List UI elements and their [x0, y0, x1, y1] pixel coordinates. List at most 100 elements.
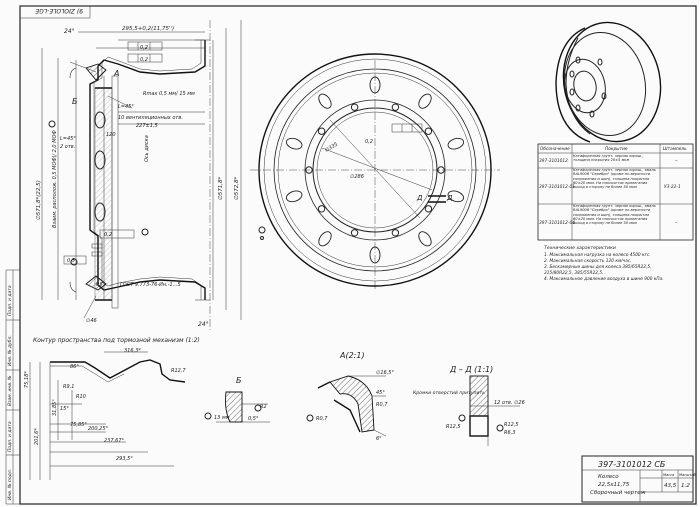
tech-line-5: 4. Максимальное давление воздуха в шине … — [544, 276, 664, 282]
label-a: А — [113, 69, 119, 78]
label-b: Б — [72, 97, 78, 106]
dim-offset-120: 120 — [106, 132, 116, 138]
left-strip: Инв. № подл. Подп. и дата Взам. инв. № И… — [5, 269, 20, 505]
dim-286: ∅286 — [350, 174, 364, 180]
bolt-hole — [317, 127, 326, 135]
dd-r125a: R12,5 — [446, 424, 461, 430]
scale-value: 1:2 — [681, 483, 690, 489]
front-view: ∅286 ∅335 0,2 Д Д — [250, 53, 500, 290]
c-2935: 293,5° — [116, 456, 133, 462]
vent-hole — [447, 190, 465, 203]
dim-side-width: 295,5+0,2(11,75'') — [122, 26, 174, 32]
row1-code: 397-3101012 — [539, 158, 568, 164]
row3-coating: Катафорезная грунт. черная хорош., эмаль… — [573, 204, 656, 226]
title-line-3: Сборочный чертеж — [590, 490, 646, 496]
c-15: 15° — [60, 406, 69, 412]
dim-18: 0,2 — [365, 139, 373, 145]
b-r2: R2 — [260, 404, 267, 410]
top-code-box: 9) ZIOLOLE-LGE — [19, 5, 91, 19]
sheet-code-rotated: 9) ZIOLOLE-LGE — [35, 7, 83, 14]
dd-r125b: R12,5 — [504, 422, 519, 428]
detail-a-title: А(2:1) — [339, 351, 365, 360]
scale-header: Масштаб — [679, 473, 696, 477]
detail-b-title: Б — [236, 376, 242, 385]
a-6: 6° — [376, 436, 382, 442]
dim-offset-ref: 227±1,5 — [136, 123, 158, 129]
bolt-hole — [317, 205, 326, 213]
dim-rmax: Rmax 0,5 мм/ 15 мм — [143, 91, 195, 97]
dim-24-bot: 24° — [198, 321, 209, 328]
bolt-hole — [424, 127, 433, 135]
dim-vert-left: ∅571,8*(22,5) — [36, 180, 42, 220]
strip-cell-5: Подп. и дата — [7, 285, 13, 316]
title-designation: 397-3101012 СБ — [598, 460, 666, 469]
vent-hole — [369, 76, 381, 94]
dim-335: ∅335 — [324, 142, 339, 154]
vent-hole — [318, 231, 332, 247]
bolt-hole — [391, 103, 400, 111]
a-165: ∅16,5° — [376, 370, 394, 376]
vent-hole — [418, 93, 432, 109]
title-line-1: Колесо — [598, 474, 619, 480]
row3-mark: – — [675, 220, 678, 226]
tech-line-2: 2. Максимальная скорость 120 км/час. — [544, 258, 632, 264]
vent-hole — [447, 137, 465, 150]
vent-hole — [369, 246, 381, 264]
c-3163: 316,3* — [124, 348, 141, 354]
axis-label: Ось диска — [144, 135, 150, 162]
strip-cell-4: Инв. № дубл. — [7, 335, 13, 366]
a-r07: R0,7 — [376, 402, 388, 408]
strip-cell-1: Инв. № подл. — [7, 469, 13, 500]
gost-note: ГОСТ 9.773-76-Ин.-1...5 — [120, 282, 181, 288]
contour-view: Контур пространства под тормозной механи… — [24, 337, 200, 480]
dim-two-holes: 2 отв. — [60, 144, 75, 150]
tol-05: 0,5 — [67, 258, 75, 264]
b-05: 0,5° — [248, 416, 259, 422]
label-d-1: Д — [416, 194, 423, 202]
dd-note: Кромки отверстий притупить — [413, 390, 485, 396]
c-20025: 200,25° — [88, 426, 108, 432]
tol-02b: 0,2 — [104, 232, 112, 238]
iso-wheel — [555, 21, 662, 143]
vent-hole — [285, 190, 303, 203]
dd-angle: 12 отв. ∅26 — [494, 400, 525, 406]
contour-title: Контур пространства под тормозной механи… — [33, 337, 200, 344]
dim-ll: L=45° — [118, 104, 134, 110]
c-r10: R10 — [76, 394, 86, 400]
c-3185: 31,85° — [52, 399, 58, 416]
dim-24-top: 24° — [64, 28, 75, 35]
section-dd-title: Д – Д (1:1) — [449, 365, 493, 374]
vent-holes — [285, 76, 465, 264]
tech-line-3: 3. Бескамерные шины для колеса 385/65R22… — [544, 264, 651, 270]
c-r127: R12,7 — [171, 368, 186, 374]
row2-mark: УЗ-22-1 — [664, 184, 681, 190]
c-r91: R9,1 — [63, 384, 74, 390]
th-code: Обозначение — [540, 146, 570, 152]
row3-code: 397-3101012-04 — [539, 220, 575, 226]
row1-mark: – — [675, 158, 678, 164]
sheet-frame — [19, 5, 697, 505]
a-45: 45° — [376, 390, 385, 396]
c-23767: 237,67° — [104, 438, 124, 444]
strip-cell-2: Подп. и дата — [7, 421, 13, 452]
bolt-hole — [391, 229, 400, 237]
dim-vert-left2: Взаим. располож. 0,5 МОФ\/ 2,0 МОФ — [52, 130, 58, 228]
dim-5718: ∅571,8* — [218, 176, 224, 200]
row2-coating: Катафорезная грунт. черная хорош., эмаль… — [573, 168, 656, 190]
dim-5728: ∅572,8* — [234, 176, 240, 200]
bolt-hole — [350, 103, 359, 111]
vent-hole — [318, 93, 332, 109]
dim-r5: R5 — [96, 282, 103, 288]
dim-holes-10: 10 вентиляционных отв. — [118, 115, 183, 121]
bolt-hole — [350, 229, 359, 237]
mass-value: 43,5 — [664, 483, 677, 489]
row2-code: 397-3101012-01 — [539, 184, 575, 190]
tech-line-4: 315/80R22,5, 385/55R22,5. — [544, 270, 603, 276]
mass-header: Масса — [663, 473, 674, 477]
tech-notes: Технические характеристики 1. Максимальн… — [544, 245, 664, 282]
dim-46: ∅46 — [86, 318, 97, 324]
spec-table: Обозначение Покрытие Штампель 397-310101… — [537, 143, 694, 241]
title-block: 397-3101012 СБ Колесо 22,5х11,75 Сборочн… — [581, 455, 696, 503]
strip-cell-3: Взам. инв. № — [7, 375, 13, 406]
row1-coating: Катафорезная грунт. черная хорош., толщи… — [573, 154, 644, 163]
